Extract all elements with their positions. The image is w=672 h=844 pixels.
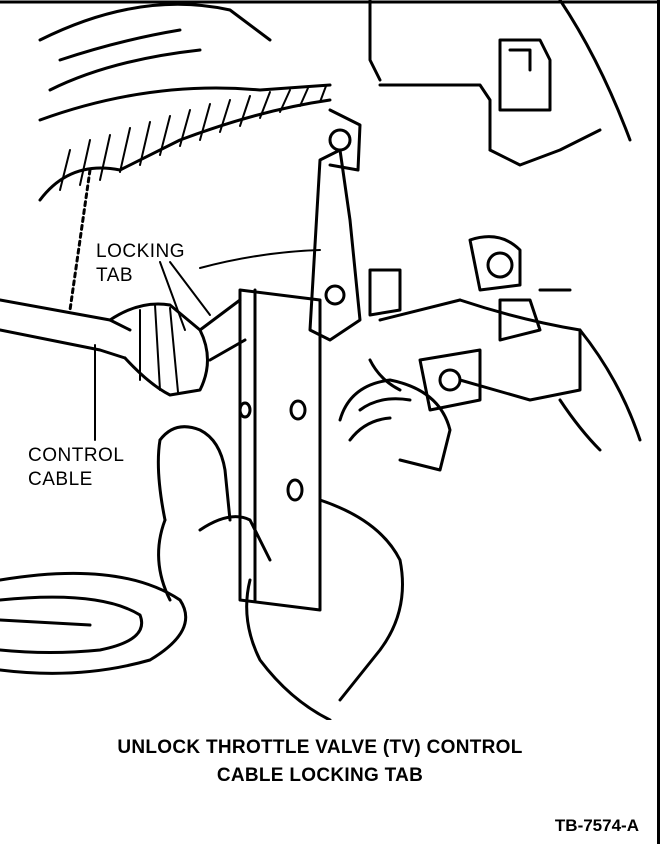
air-cleaner-base xyxy=(0,571,188,675)
engine-illustration xyxy=(0,0,660,720)
figure-id: TB-7574-A xyxy=(554,816,639,835)
control-cable-label: CONTROL CABLE xyxy=(28,445,124,490)
locking-tab-label: LOCKING TAB xyxy=(96,241,186,286)
pulley-housing xyxy=(338,378,452,472)
throttle-lever-arm xyxy=(308,108,362,342)
mounting-bracket-plate xyxy=(238,288,322,612)
leader-lines xyxy=(94,249,321,441)
leader-locking-tab-3 xyxy=(199,249,321,269)
upper-right-components xyxy=(368,0,632,342)
leader-locking-tab-1 xyxy=(159,261,186,331)
air-duct-hose xyxy=(38,0,382,202)
figure-caption: UNLOCK THROTTLE VALVE (TV) CONTROL CABLE… xyxy=(40,734,600,790)
control-cable xyxy=(0,168,247,397)
leader-locking-tab-2 xyxy=(169,261,211,316)
caption-line-2: CABLE LOCKING TAB xyxy=(216,765,424,786)
throttle-body xyxy=(368,298,642,452)
caption-line-1: UNLOCK THROTTLE VALVE (TV) CONTROL xyxy=(117,737,523,758)
technician-hand xyxy=(156,425,404,720)
